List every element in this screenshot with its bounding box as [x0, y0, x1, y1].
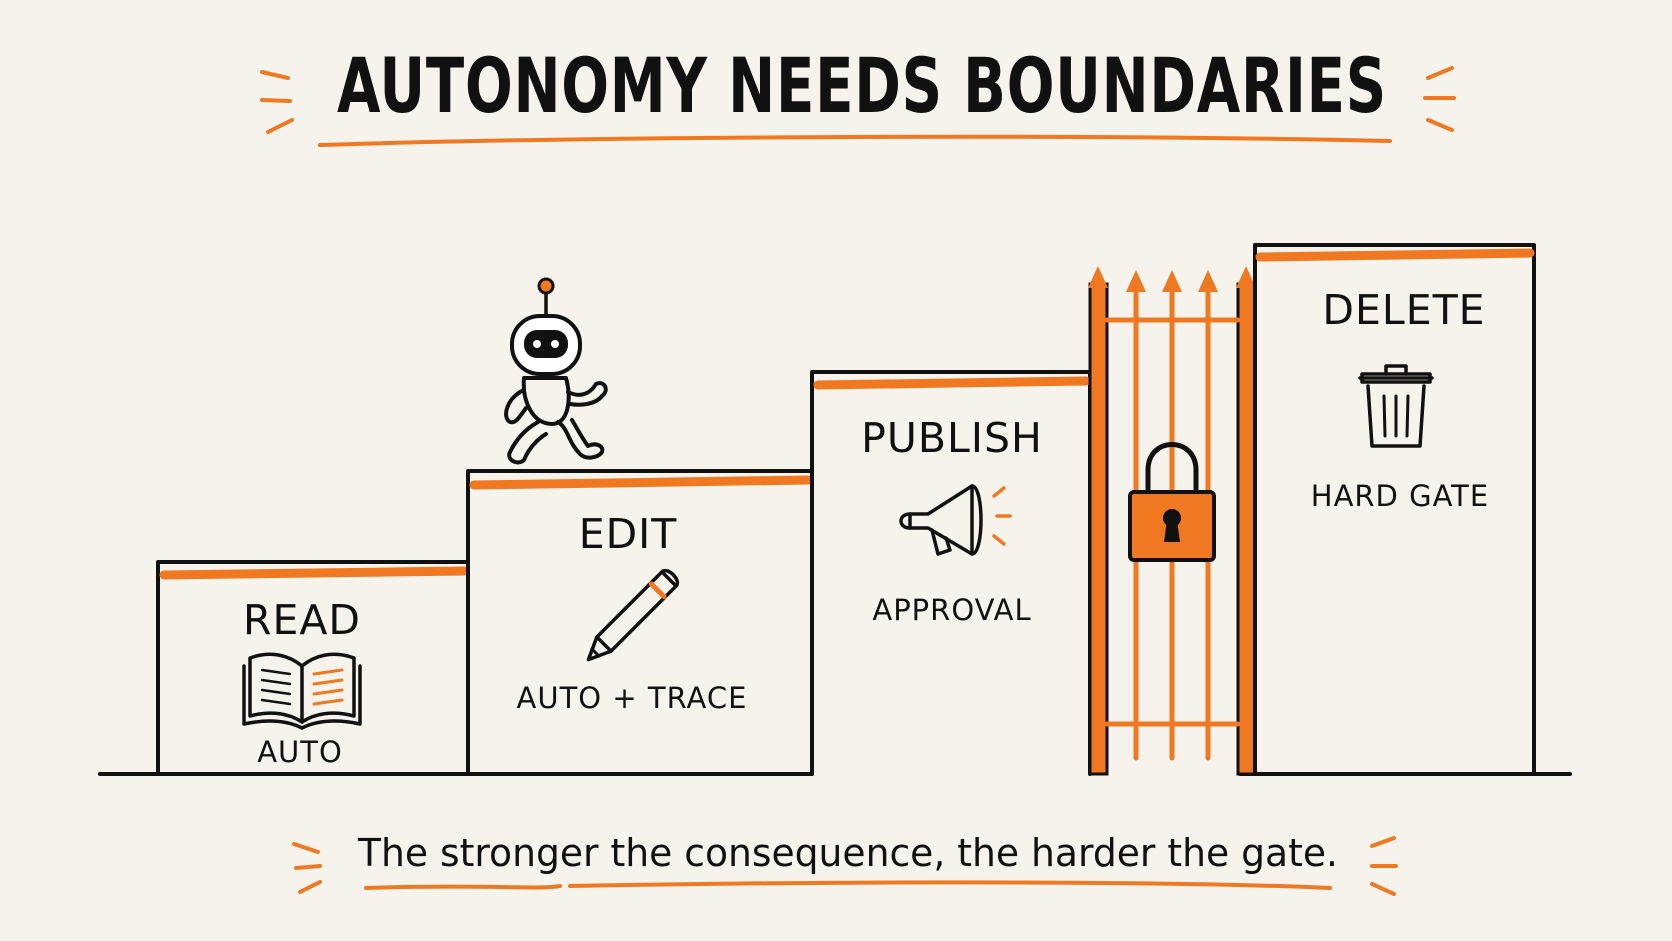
step-read-label: READ: [243, 596, 361, 644]
step-edit: EDIT AUTO + TRACE: [466, 469, 814, 776]
step-read: READ AUTO: [156, 560, 470, 776]
step-edit-top-accent: [469, 475, 813, 490]
step-publish-top-accent: [813, 376, 1091, 390]
step-read-top-accent: [159, 566, 469, 580]
caption-accent-right: [1370, 836, 1398, 896]
caption-text: The stronger the consequence, the harder…: [357, 831, 1338, 875]
megaphone-icon: [899, 484, 1012, 556]
title-underline: [318, 134, 1392, 147]
robot-icon: [504, 277, 608, 465]
step-delete-block: [1253, 243, 1536, 776]
caption-accent-left: [292, 842, 322, 894]
step-edit-label: EDIT: [579, 510, 678, 558]
gate: [1088, 266, 1257, 776]
page-title: AUTONOMY NEEDS BOUNDARIES: [337, 41, 1387, 130]
title-accent-right: [1423, 66, 1456, 132]
step-delete-top-accent: [1255, 248, 1535, 262]
caption-group: The stronger the consequence, the harder…: [292, 831, 1398, 896]
step-delete-policy: HARD GATE: [1311, 479, 1489, 513]
title-group: AUTONOMY NEEDS BOUNDARIES: [260, 41, 1456, 147]
step-read-policy: AUTO: [257, 735, 343, 769]
step-publish-label: PUBLISH: [861, 414, 1043, 462]
caption-underline: [364, 880, 1332, 890]
trash-can-icon: [1358, 364, 1434, 448]
open-book-icon: [242, 652, 362, 730]
padlock-icon: [1128, 442, 1216, 562]
gate-post-right: [1236, 282, 1257, 776]
step-edit-policy: AUTO + TRACE: [517, 681, 748, 715]
step-publish: PUBLISH APPROVAL: [810, 370, 1092, 776]
title-accent-left: [260, 70, 294, 134]
gate-spikes: [1088, 266, 1256, 292]
step-delete: DELETE HARD GATE: [1253, 243, 1536, 776]
step-publish-policy: APPROVAL: [872, 593, 1031, 627]
pencil-icon: [586, 568, 680, 662]
step-delete-label: DELETE: [1322, 286, 1485, 334]
gate-post-left: [1088, 282, 1109, 776]
